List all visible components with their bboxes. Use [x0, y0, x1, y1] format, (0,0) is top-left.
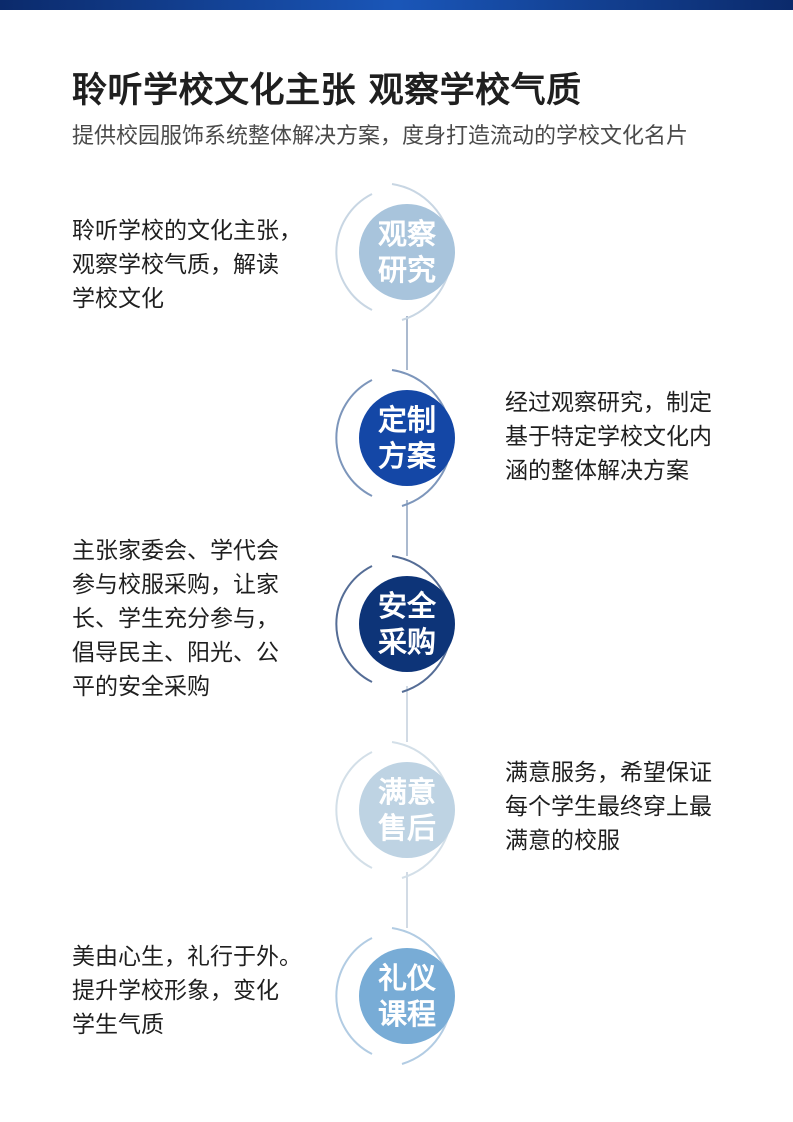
step-1-label: 观察 研究	[357, 216, 457, 288]
step-2-ring-arc	[335, 379, 373, 497]
step-2-description: 经过观察研究，制定 基于特定学校文化内 涵的整体解决方案	[505, 390, 712, 484]
step-2-label-line1: 定制	[377, 403, 436, 437]
step-3-description: 主张家委会、学代会 参与校服采购，让家 长、学生充分参与， 倡导民主、阳光、公 …	[72, 538, 279, 700]
step-5-label: 礼仪 课程	[357, 960, 457, 1032]
step-3-label-line1: 安全	[377, 589, 436, 623]
step-2-label: 定制 方案	[357, 402, 457, 474]
step-1-label-line1: 观察	[377, 217, 436, 251]
step-4-label-line2: 售后	[377, 811, 436, 845]
step-2-circle	[359, 390, 455, 486]
step-5-ring-arc	[335, 937, 373, 1055]
step-1-circle	[359, 204, 455, 300]
step-5-circle	[359, 948, 455, 1044]
step-4-label: 满意 售后	[357, 774, 457, 846]
step-1-label-line2: 研究	[377, 253, 436, 287]
step-4-label-line1: 满意	[377, 775, 436, 809]
step-5-label-line2: 课程	[377, 997, 436, 1031]
step-1-ring-arc	[335, 193, 373, 311]
step-5-description: 美由心生，礼行于外。 提升学校形象，变化 学生气质	[72, 944, 302, 1038]
top-accent-bar	[0, 0, 793, 10]
step-3-label: 安全 采购	[357, 588, 457, 660]
step-2-label-line2: 方案	[377, 439, 436, 473]
step-4-circle	[359, 762, 455, 858]
step-5-label-line1: 礼仪	[377, 961, 436, 995]
step-4-ring-arc	[335, 751, 373, 869]
step-3-ring-arc	[335, 565, 373, 683]
page-subtitle: 提供校园服饰系统整体解决方案，度身打造流动的学校文化名片	[72, 124, 689, 149]
step-1-description: 聆听学校的文化主张， 观察学校气质，解读 学校文化	[72, 218, 302, 312]
step-3-label-line2: 采购	[377, 625, 436, 659]
step-4-description: 满意服务，希望保证 每个学生最终穿上最 满意的校服	[505, 760, 712, 854]
step-3-circle	[359, 576, 455, 672]
page-title: 聆听学校文化主张 观察学校气质	[72, 71, 582, 111]
